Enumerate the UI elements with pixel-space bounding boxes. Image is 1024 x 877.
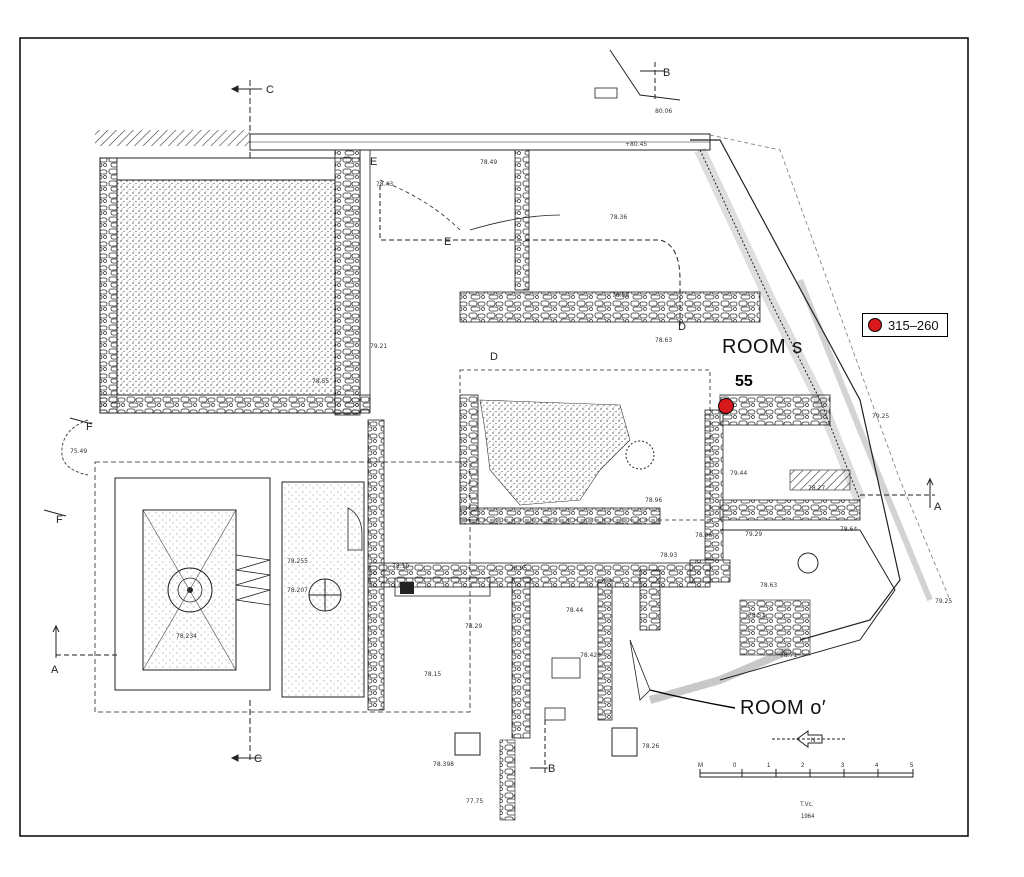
elevation-label: 78.234	[176, 633, 197, 640]
scale-bar	[699, 769, 914, 778]
elevation-label: 78.26	[642, 743, 659, 750]
section-label-d-left: D	[490, 351, 498, 363]
elevation-label: 78.29	[465, 623, 482, 630]
elevation-label: 78.207	[287, 587, 308, 594]
elevation-label: 77.75	[466, 798, 483, 805]
find-marker-icon	[718, 398, 734, 414]
find-number: 55	[735, 373, 753, 390]
elevation-label: 78.63	[760, 582, 777, 589]
elevation-label: 78.49	[480, 159, 497, 166]
dashed-channel	[379, 185, 681, 330]
north-label: N	[811, 738, 815, 744]
elevation-label: 75.49	[70, 448, 87, 455]
scale-tick: 3	[841, 763, 845, 769]
section-label-c-top: C	[266, 84, 274, 96]
elevation-label: 78.43	[376, 181, 393, 188]
section-label-f-top: F	[86, 421, 93, 433]
section-marker-c-top	[230, 80, 262, 160]
elevation-label: 78.95	[510, 565, 527, 572]
elevation-label: 78.96	[645, 497, 662, 504]
elevation-label: 79.25	[935, 598, 952, 605]
section-label-a-right: A	[934, 501, 942, 513]
elevation-label: 78.27	[808, 485, 825, 492]
north-arrow	[772, 730, 845, 748]
elevation-label: 78.55	[312, 378, 329, 385]
elevation-label: 78.398	[433, 761, 454, 768]
elevation-label: 79.21	[370, 343, 387, 350]
section-marker-a-right	[860, 477, 935, 508]
elevation-label: 78.64	[840, 526, 857, 533]
lower-west-room	[114, 477, 271, 691]
section-label-d-right: D	[678, 321, 686, 333]
elevation-label: 78.19	[392, 563, 409, 570]
scale-tick: 0	[733, 763, 737, 769]
section-label-f-bottom: F	[56, 514, 63, 526]
section-marker-c-bottom	[230, 700, 262, 762]
hatched-strip	[95, 130, 250, 146]
scale-tick: 4	[875, 763, 879, 769]
section-marker-b-top	[640, 62, 665, 100]
elevation-label: 78.428	[580, 652, 601, 659]
elevation-label: 78.44	[566, 607, 583, 614]
section-marker-a-left	[52, 624, 120, 658]
elevation-label: 78.71	[780, 652, 797, 659]
room-s-label: ROOM s	[722, 336, 803, 358]
section-label-e-mid: E	[444, 236, 451, 248]
section-marker-b-bottom	[530, 720, 548, 775]
mosaic-floor	[479, 399, 631, 506]
scale-tick: 2	[801, 763, 805, 769]
elevation-label: +80.45	[625, 141, 647, 148]
elevation-label: 78.93	[660, 552, 677, 559]
elevation-label: 79.29	[745, 531, 762, 538]
room-o-label: ROOM o′	[740, 697, 827, 719]
signature-year: 1964	[801, 814, 815, 820]
legend-dot-icon	[868, 318, 882, 332]
section-label-b-top: B	[663, 67, 670, 79]
section-label-c-bottom: C	[254, 753, 262, 765]
legend-label: 315–260	[888, 317, 939, 333]
courtyard-floor	[116, 179, 336, 396]
section-label-e-top: E	[370, 156, 377, 168]
elevation-label: 78.63	[655, 337, 672, 344]
scale-tick: 1	[767, 763, 771, 769]
room-o-leader	[649, 689, 736, 709]
elevation-label: 78.55	[612, 292, 629, 299]
elevation-label: 78.15	[424, 671, 441, 678]
elevation-label: 80.06	[655, 108, 672, 115]
legend: 315–260	[862, 313, 948, 337]
elevation-label: 78.255	[287, 558, 308, 565]
elevation-label: 79.44	[730, 470, 747, 477]
elevation-label: 78.36	[610, 214, 627, 221]
east-wall	[690, 139, 901, 641]
section-label-a-left: A	[51, 664, 59, 676]
scale-tick: M	[698, 763, 703, 769]
lower-middle-room	[281, 481, 365, 698]
scale-tick: 5	[910, 763, 914, 769]
signature-initials: T.Vc.	[800, 802, 814, 808]
section-label-b-bottom: B	[548, 763, 555, 775]
elevation-label: 79.25	[872, 413, 889, 420]
elevation-label: 78.51	[748, 612, 765, 619]
elevation-label: 78.96	[695, 532, 712, 539]
